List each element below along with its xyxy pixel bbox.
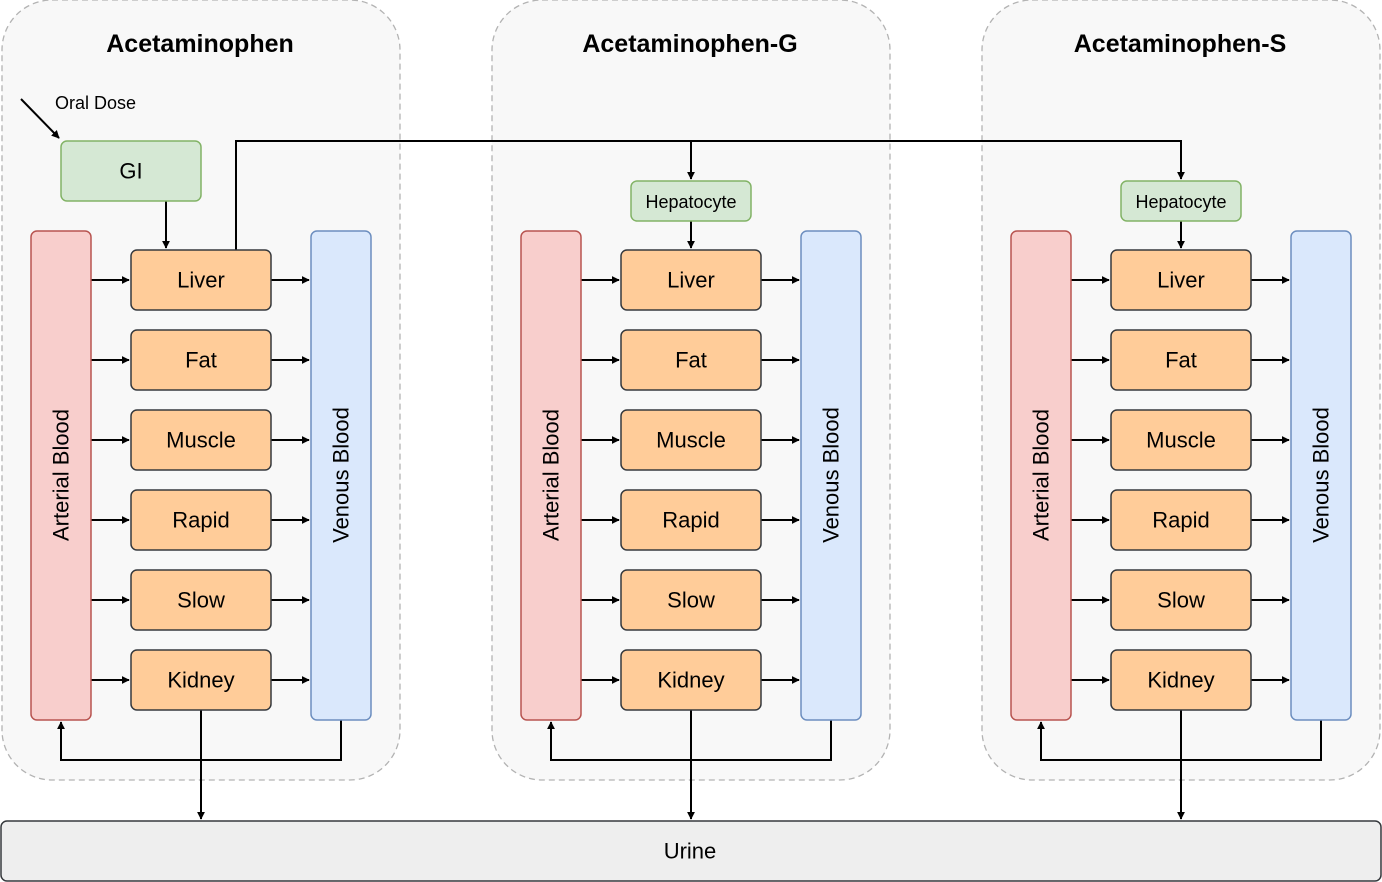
panel-3-arterial-blood-label: Arterial Blood xyxy=(1029,409,1054,541)
panel-3-venous-blood-label: Venous Blood xyxy=(1309,407,1334,543)
panel-3-hepatocyte-label: Hepatocyte xyxy=(1135,192,1226,212)
panel-1-organ-rapid-label: Rapid xyxy=(172,508,229,533)
panel-2-arterial-blood-label: Arterial Blood xyxy=(539,409,564,541)
panel-3-organ-kidney xyxy=(1110,649,1252,711)
panel-2-hepatocyte-box xyxy=(630,180,752,222)
panel-2-organ-kidney-label: Kidney xyxy=(657,668,724,693)
edge-oral-dose-to-gi xyxy=(20,98,60,139)
panel-3-organ-slow-label: Slow xyxy=(1157,588,1205,613)
panel-1-organ-kidney-label: Kidney xyxy=(167,668,234,693)
panel-1-arterial-blood xyxy=(30,230,92,721)
panel-2-organ-slow-label: Slow xyxy=(667,588,715,613)
oral-dose-label: Oral Dose xyxy=(55,93,136,113)
edge-liver-to-hepatocyte-s xyxy=(691,140,1185,180)
panel-2-organ-muscle xyxy=(620,409,762,471)
panel-1-organ-liver-label: Liver xyxy=(177,268,225,293)
panel-3-organ-rapid xyxy=(1110,489,1252,551)
panel-2-title: Acetaminophen-G xyxy=(582,30,797,58)
panel-3-arterial-blood xyxy=(1010,230,1072,721)
panel-1-organ-slow-label: Slow xyxy=(177,588,225,613)
panel-1-venous-blood xyxy=(310,230,372,721)
panel-1-organ-muscle xyxy=(130,409,272,471)
panel-1-arterial-blood-label: Arterial Blood xyxy=(49,409,74,541)
panel-3-organ-liver-label: Liver xyxy=(1157,268,1205,293)
panel-3-organ-rapid-label: Rapid xyxy=(1152,508,1209,533)
panel-1-title: Acetaminophen xyxy=(106,30,294,58)
urine-label: Urine xyxy=(664,839,717,864)
panel-1-organ-slow xyxy=(130,569,272,631)
gi-box xyxy=(60,140,202,202)
panel-2-venous-blood xyxy=(800,230,862,721)
panel-2-arterial-blood xyxy=(520,230,582,721)
panel-3-organ-liver xyxy=(1110,249,1252,311)
panel-3-organ-kidney-label: Kidney xyxy=(1147,668,1214,693)
panel-2-organ-muscle-label: Muscle xyxy=(656,428,726,453)
panel-3-organ-fat-label: Fat xyxy=(1165,348,1197,373)
panel-3-organ-muscle-label: Muscle xyxy=(1146,428,1216,453)
panel-1-organ-muscle-label: Muscle xyxy=(166,428,236,453)
panel-2-organ-slow xyxy=(620,569,762,631)
panel-2-venous-blood-label: Venous Blood xyxy=(819,407,844,543)
panel-2-organ-rapid-label: Rapid xyxy=(662,508,719,533)
panel-2-organ-fat-label: Fat xyxy=(675,348,707,373)
urine-box xyxy=(0,820,1382,882)
panel-3-venous-blood xyxy=(1290,230,1352,721)
panel-2-organ-liver-label: Liver xyxy=(667,268,715,293)
panel-3-organ-slow xyxy=(1110,569,1252,631)
panel-2-organ-fat xyxy=(620,329,762,391)
panel-1-venous-blood-label: Venous Blood xyxy=(329,407,354,543)
panel-2-organ-rapid xyxy=(620,489,762,551)
panel-3-organ-fat xyxy=(1110,329,1252,391)
panel-1-organ-kidney xyxy=(130,649,272,711)
panel-3-hepatocyte-box xyxy=(1120,180,1242,222)
panel-2-organ-kidney xyxy=(620,649,762,711)
panel-3-title: Acetaminophen-S xyxy=(1074,30,1287,58)
panel-3-organ-muscle xyxy=(1110,409,1252,471)
panel-1-organ-rapid xyxy=(130,489,272,551)
edge-liver-to-hepatocyte-g xyxy=(235,140,695,250)
panel-2-organ-liver xyxy=(620,249,762,311)
panel-1-organ-fat-label: Fat xyxy=(185,348,217,373)
panel-1-organ-fat xyxy=(130,329,272,391)
panel-2-hepatocyte-label: Hepatocyte xyxy=(645,192,736,212)
gi-label: GI xyxy=(119,159,142,184)
panel-1-organ-liver xyxy=(130,249,272,311)
